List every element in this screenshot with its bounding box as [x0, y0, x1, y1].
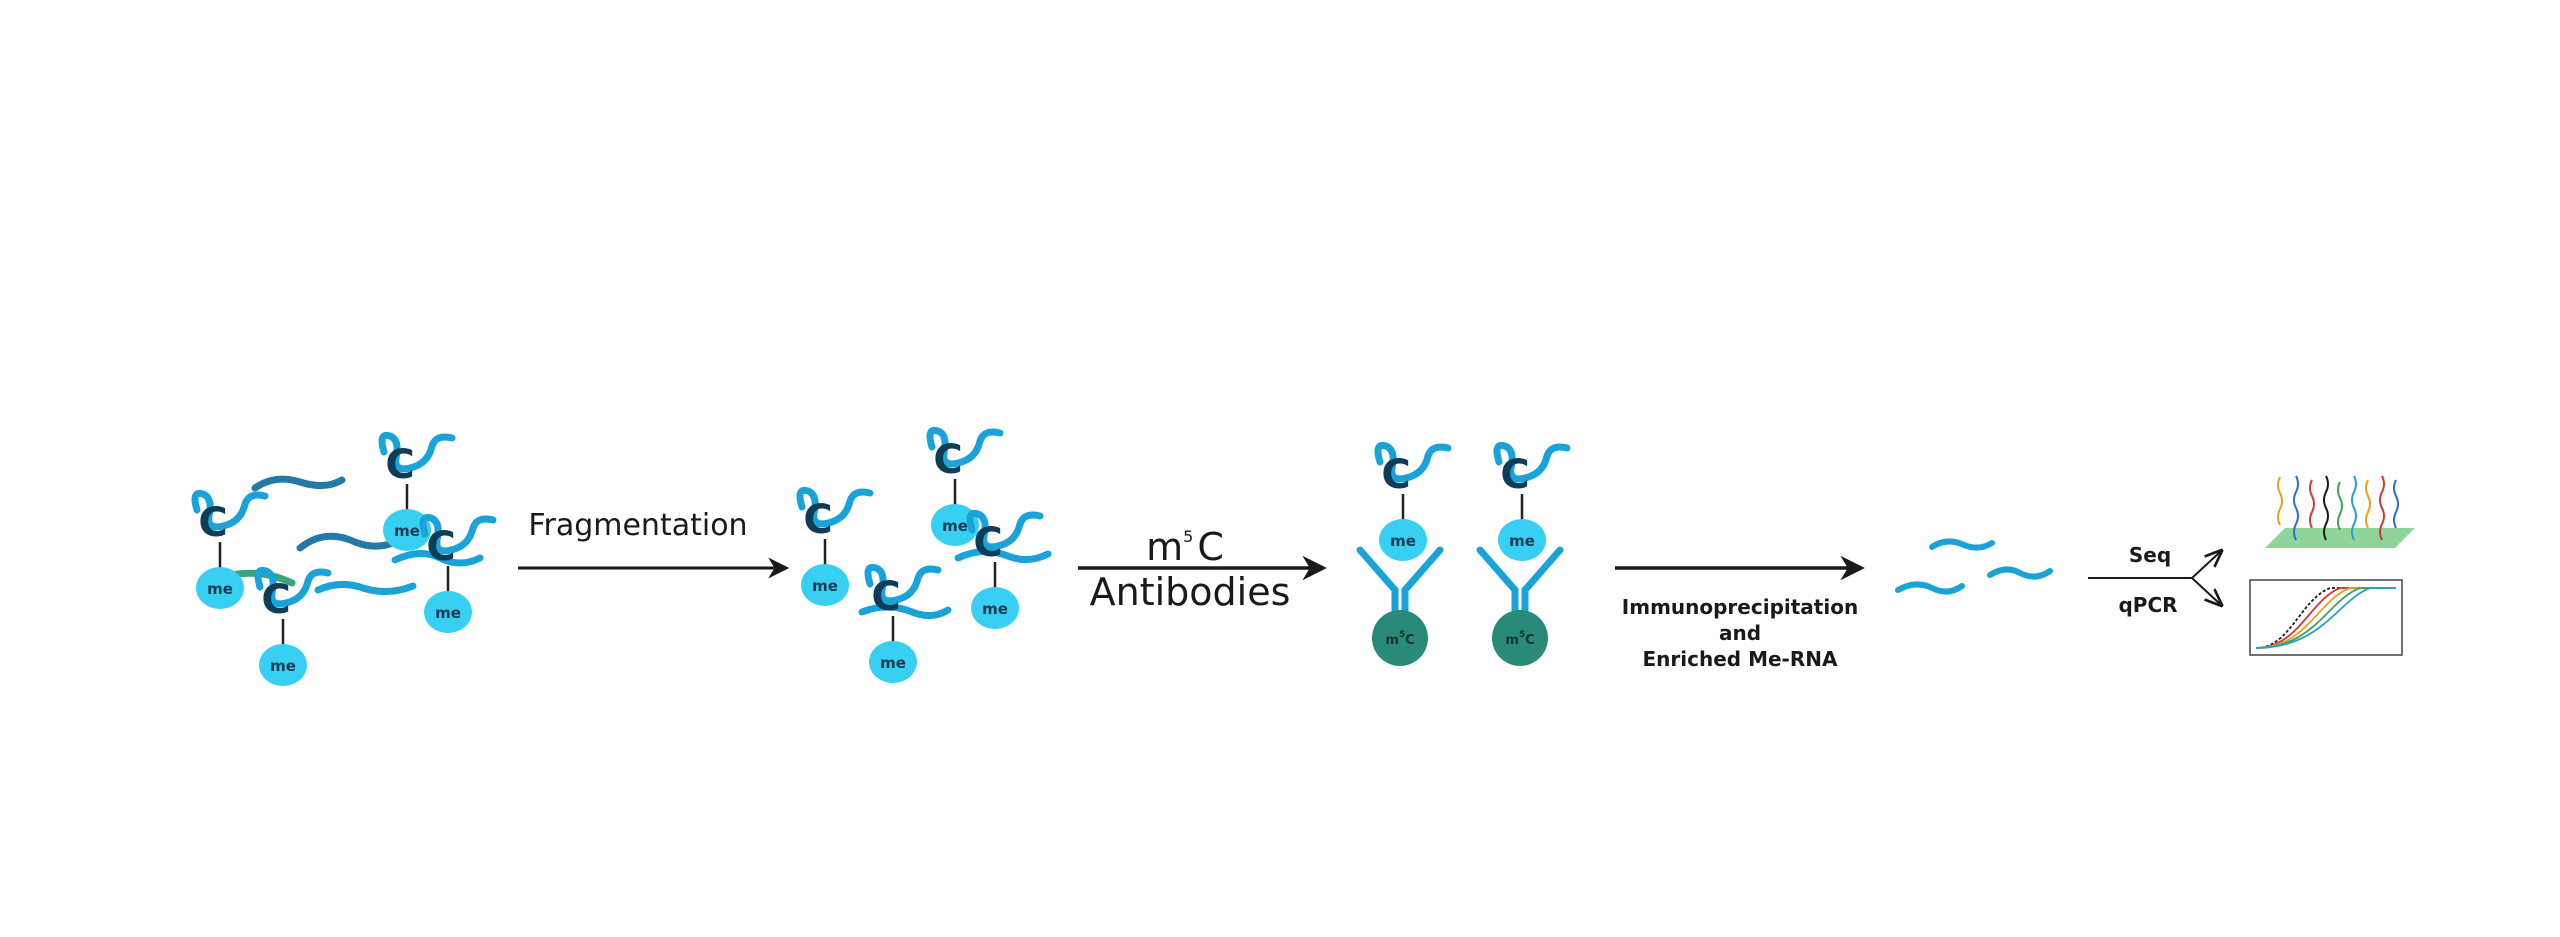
ip-label-line1: Immunoprecipitation	[1622, 595, 1858, 619]
methyl-bead-icon	[800, 490, 870, 606]
rna-fragment-icon	[1895, 581, 1965, 595]
rna-fragment-icon	[1929, 538, 1995, 551]
rna-fragment-icon	[251, 475, 346, 492]
methyl-bead-icon	[970, 513, 1040, 629]
rna-fragment-icon	[954, 548, 1052, 563]
antibody-complex-1: m5C	[1356, 445, 1448, 666]
svg-text:m5C: m5C	[1385, 630, 1414, 648]
methyl-bead-icon	[423, 517, 493, 633]
methyl-bead-icon	[868, 567, 938, 683]
rna-fragment-icon	[314, 581, 417, 595]
ip-label-line2: and	[1719, 621, 1761, 645]
antibody-icon: m5C	[1476, 546, 1564, 666]
qpcr-curve-icon	[2249, 579, 2403, 656]
split-arrow	[2088, 552, 2220, 604]
svg-text:m5C: m5C	[1505, 630, 1534, 648]
arrow-icon	[2191, 577, 2220, 604]
fragmentation-label: Fragmentation	[528, 508, 747, 543]
seq-label: Seq	[2129, 543, 2171, 567]
arrow-icon	[2191, 552, 2220, 579]
stage-fragmented-rna	[800, 430, 1052, 683]
ip-label-line3: Enriched Me-RNA	[1643, 647, 1838, 671]
rna-fragment-icon	[1987, 566, 2053, 580]
methyl-bead-icon	[195, 493, 265, 609]
stage-full-rna	[195, 435, 493, 686]
sequencing-chip-icon	[2265, 475, 2415, 548]
antibody-complex-2: m5C	[1476, 445, 1567, 666]
antibodies-label: Antibodies	[1090, 570, 1291, 614]
antibody-icon: m5C	[1356, 546, 1444, 666]
enriched-rna	[1895, 538, 2053, 595]
qpcr-label: qPCR	[2118, 593, 2177, 617]
